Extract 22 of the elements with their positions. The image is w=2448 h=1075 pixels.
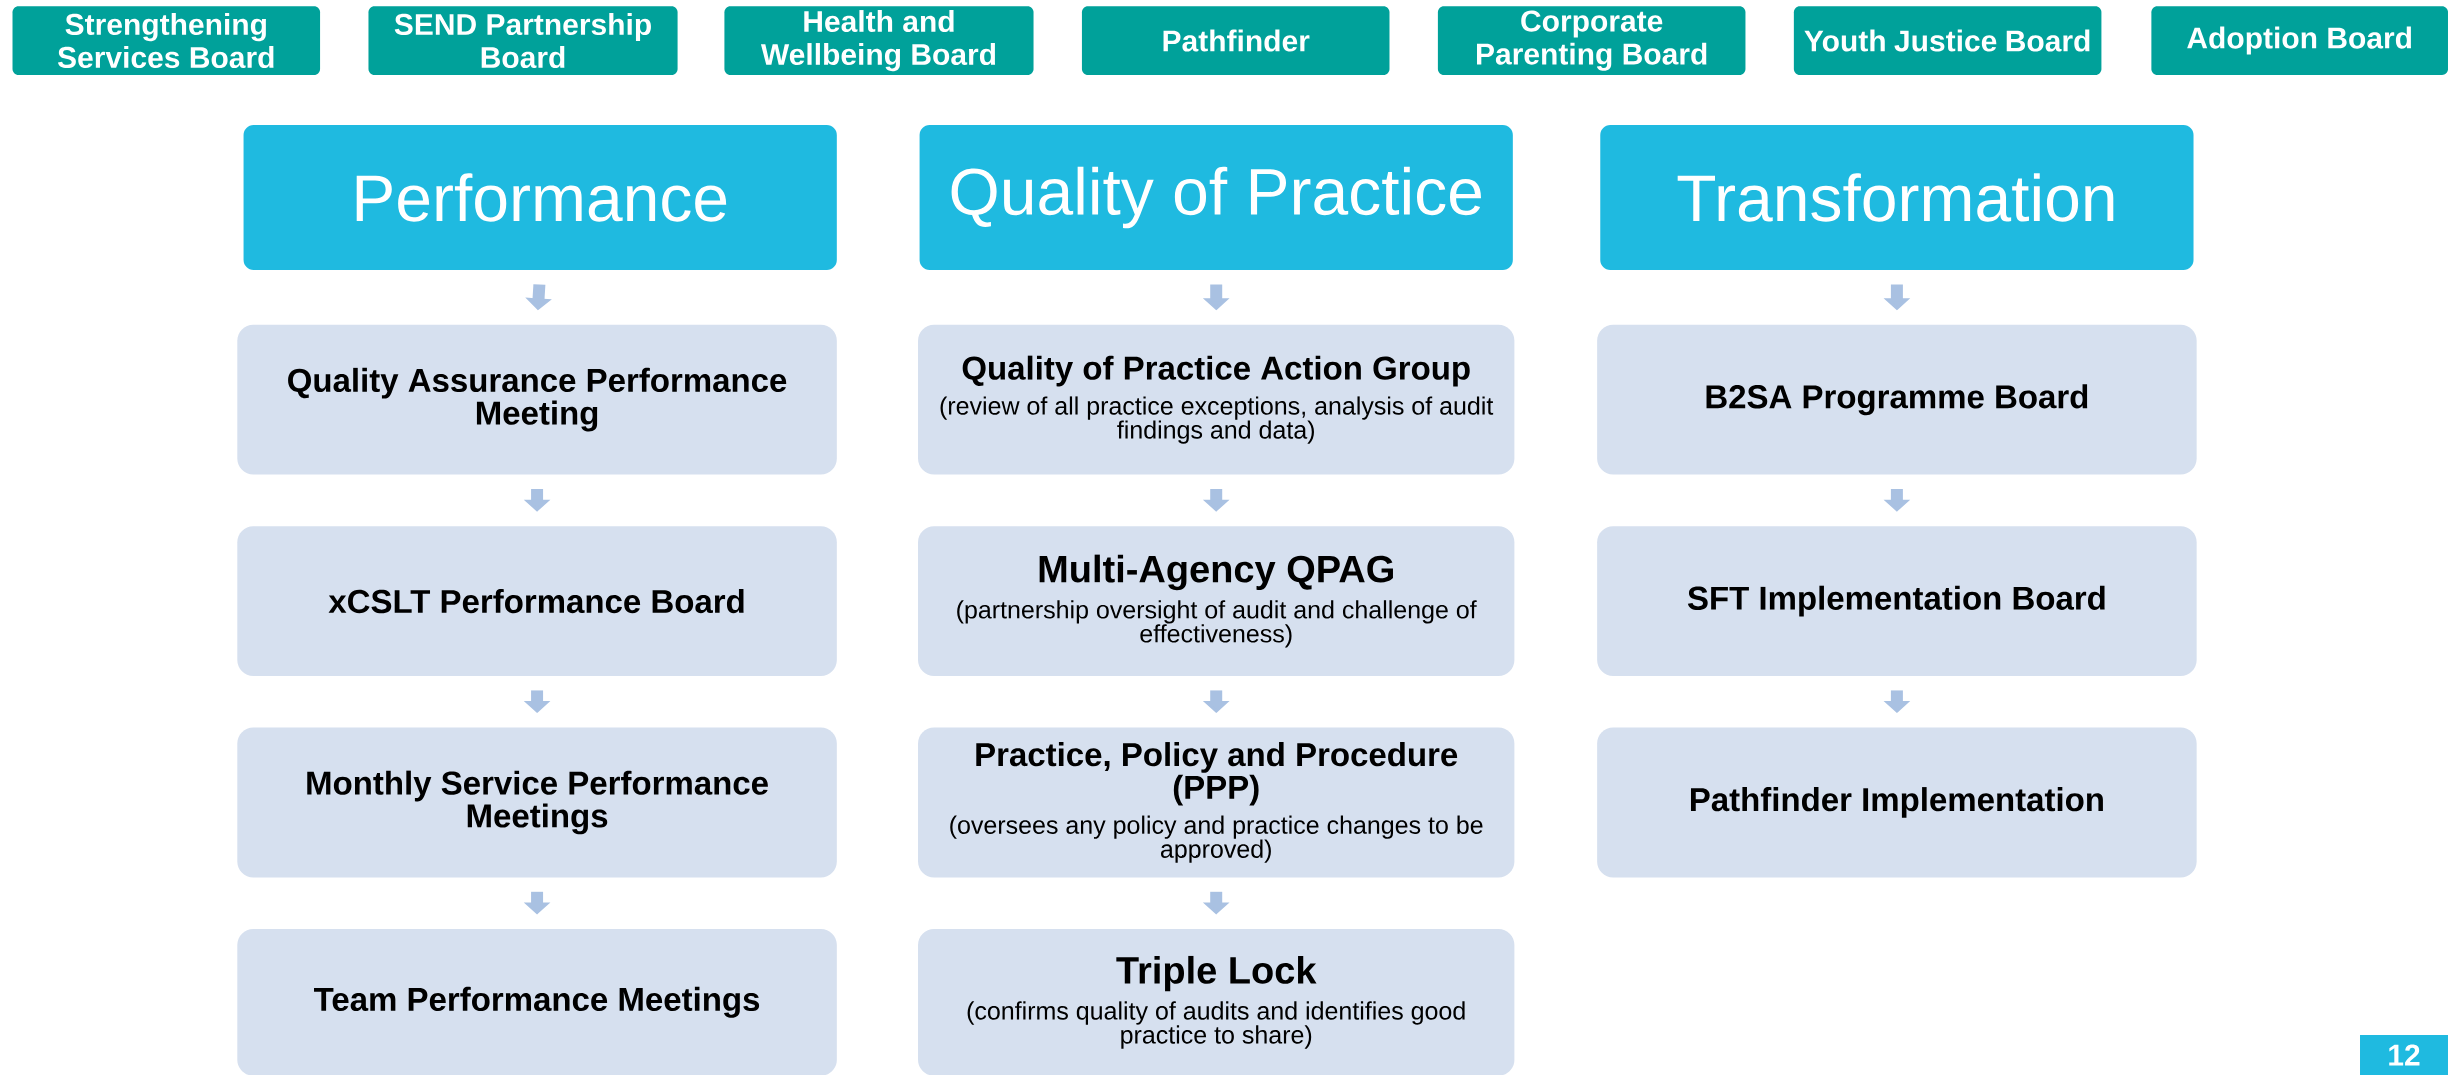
board-box: Pathfinder [1081,6,1390,75]
process-box: Team Performance Meetings [237,928,837,1075]
board-box: Youth Justice Board [1793,6,2102,75]
process-box: xCSLT Performance Board [237,526,837,676]
process-box: Practice, Policy and Procedure (PPP) (oversees any policy and practice changes to be approved) [918,727,1515,878]
process-box: Quality Assurance Performance Meeting [237,324,837,475]
process-box: SFT Implementation Board [1597,526,2197,676]
process-box: Pathfinder Implementation [1597,727,2197,878]
board-box: SEND Partnership Board [368,6,678,75]
process-box: Quality of Practice Action Group (review of all practice exceptions, analysis of audit findings and data) [918,324,1515,475]
process-box: Triple Lock (confirms quality of audits and identifies good practice to share) [918,928,1515,1075]
board-box: Health and Wellbeing Board [724,6,1034,75]
process-box: B2SA Programme Board [1597,324,2197,475]
board-box: Corporate Parenting Board [1437,6,1746,75]
column-header-box: Quality of Practice [919,124,1513,271]
column-header-box: Performance [243,124,837,271]
column-header-box: Transformation [1600,124,2194,271]
process-box: Multi-Agency QPAG (partnership oversight of audit and challenge of effectiveness) [918,526,1515,676]
process-box: Monthly Service Performance Meetings [237,727,837,878]
page-number: 12 [2360,1035,2448,1075]
board-box: Adoption Board [2151,6,2448,75]
board-box: Strengthening Services Board [12,6,321,75]
